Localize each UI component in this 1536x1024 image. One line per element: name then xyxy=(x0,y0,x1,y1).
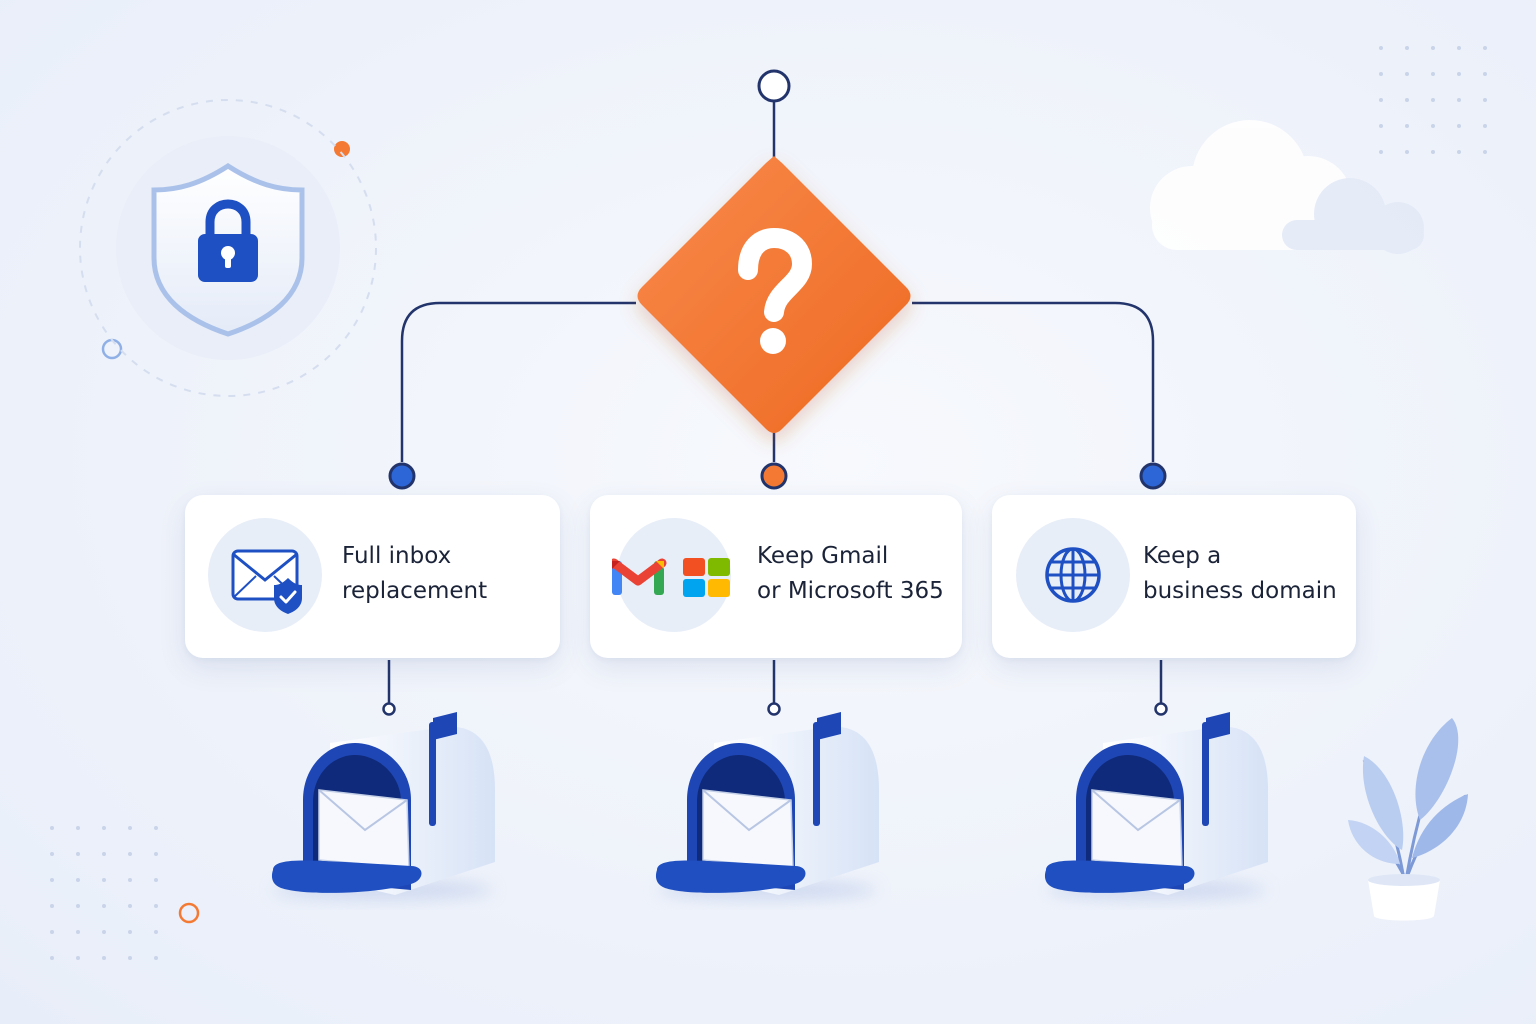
branch-node-2 xyxy=(760,462,788,490)
question-mark-icon xyxy=(738,227,813,354)
option-card-keep-gmail-microsoft: Keep Gmail or Microsoft 365 xyxy=(590,495,962,658)
plant-icon xyxy=(1348,718,1468,921)
option-label-line1: Full inbox xyxy=(342,543,452,569)
mailbox-icon xyxy=(655,712,879,900)
gmail-microsoft-logos-icon xyxy=(612,558,730,597)
dot-grid-top-right xyxy=(1379,46,1487,154)
connector-lines xyxy=(387,101,1163,703)
branch-node-3 xyxy=(1139,462,1167,490)
envelope-shield-icon xyxy=(231,549,302,614)
option-label-line2: or Microsoft 365 xyxy=(757,578,944,604)
orange-ring xyxy=(178,902,200,924)
orange-dot xyxy=(334,141,350,157)
option-card-full-inbox: Full inbox replacement xyxy=(185,495,560,658)
option-label: Full inbox replacement xyxy=(342,539,487,609)
gmail-logo-icon xyxy=(612,558,667,595)
icon-circle xyxy=(1016,518,1130,632)
mailbox-node-3 xyxy=(1154,702,1168,716)
option-label-line2: business domain xyxy=(1143,578,1337,604)
mailbox-node-2 xyxy=(767,702,781,716)
cloud-icon xyxy=(1150,120,1424,254)
dot-grid-bottom-left xyxy=(50,826,158,960)
top-node xyxy=(757,69,791,103)
option-label-line1: Keep Gmail xyxy=(757,543,889,569)
branch-node-1 xyxy=(388,462,416,490)
option-label: Keep a business domain xyxy=(1143,539,1337,609)
mailbox-icon xyxy=(271,712,495,900)
icon-circle xyxy=(208,518,322,632)
icon-circle xyxy=(612,518,731,632)
mailbox-icon xyxy=(1044,712,1268,900)
option-label-line2: replacement xyxy=(342,578,488,604)
option-card-keep-business-domain: Keep a business domain xyxy=(992,495,1356,658)
microsoft-logo-icon xyxy=(683,558,730,597)
option-label: Keep Gmail or Microsoft 365 xyxy=(757,539,944,609)
shield-lock-icon xyxy=(79,99,377,397)
mailbox-node-1 xyxy=(382,702,396,716)
option-label-line1: Keep a xyxy=(1143,543,1222,569)
blue-ring xyxy=(101,338,123,360)
globe-icon xyxy=(1045,547,1101,603)
